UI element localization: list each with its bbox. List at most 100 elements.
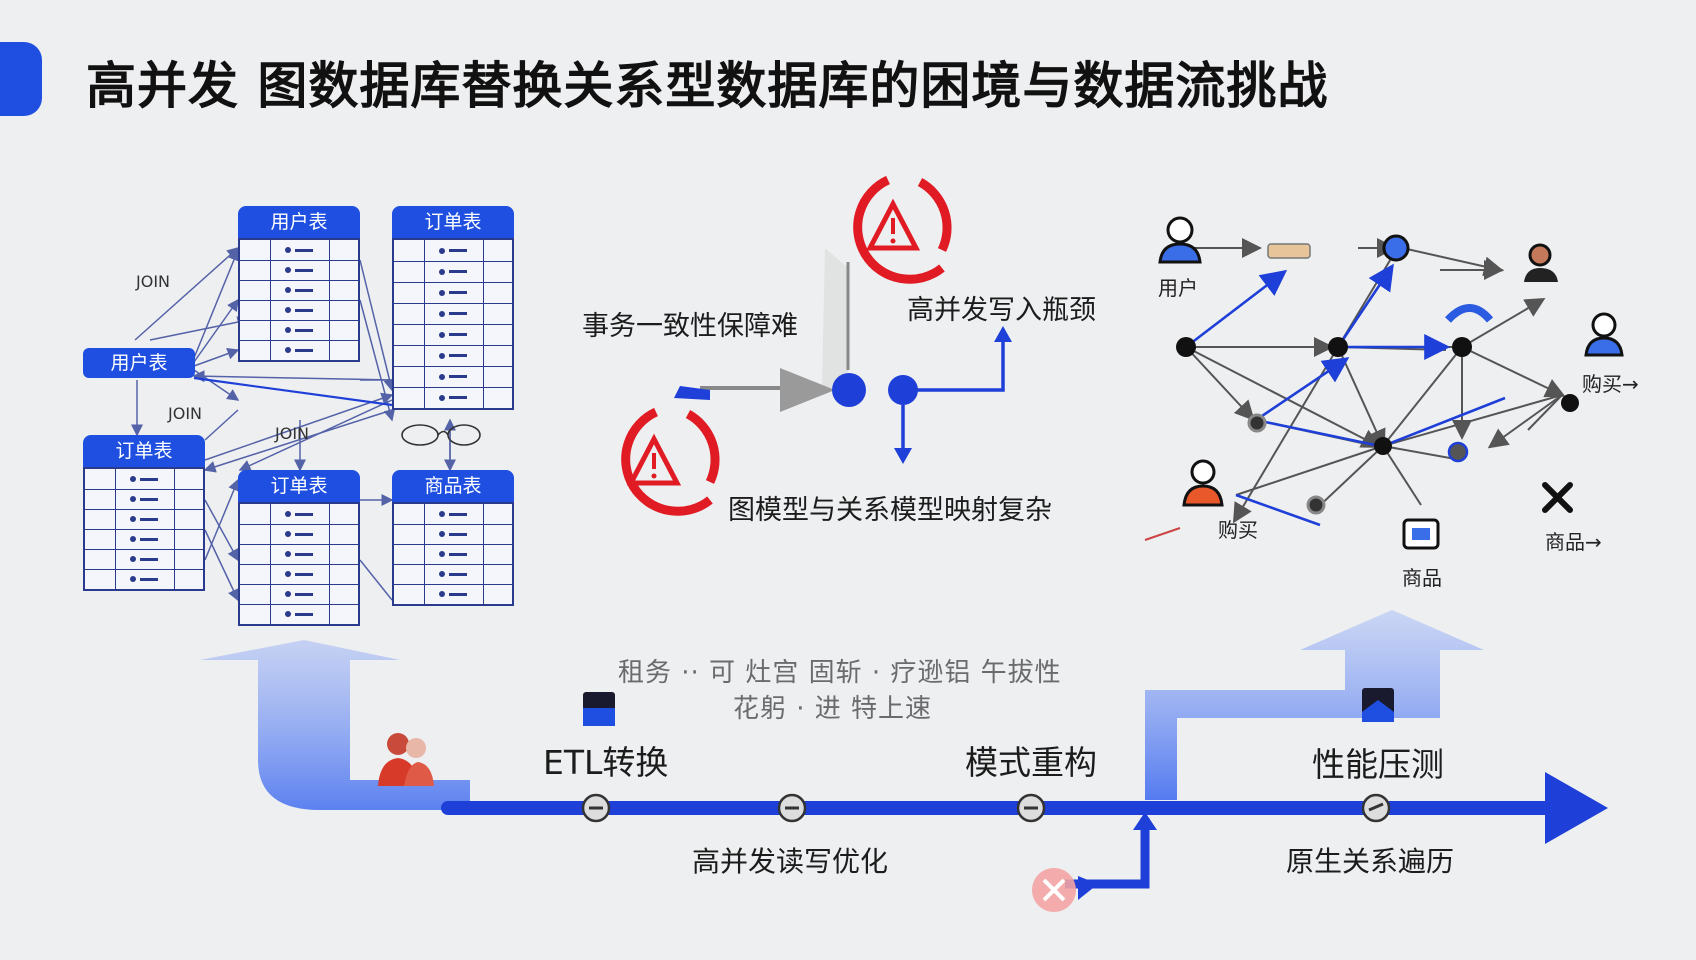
tools-icon (1542, 482, 1573, 513)
table-row (394, 387, 512, 388)
table-row (394, 366, 512, 367)
title-accent-bar (0, 42, 42, 116)
table-cell-dash (295, 348, 313, 352)
table-cell-dot (439, 551, 445, 557)
people-icon (378, 733, 434, 786)
refresh-icon (1445, 304, 1494, 323)
table-cell-dot (439, 247, 445, 254)
table-cell-dot (285, 611, 291, 617)
table-column-divider (483, 504, 484, 604)
warning-icon (853, 175, 952, 284)
table-cell-dot (439, 289, 445, 296)
table-cell-dash (140, 477, 158, 481)
issue-write-bottleneck: 高并发写入瓶颈 (907, 295, 1096, 326)
table-header-product: 商品表 (392, 470, 514, 502)
pipeline-node (581, 793, 611, 823)
table-row (240, 564, 358, 565)
table-row (394, 303, 512, 304)
table-cell-dash (295, 308, 313, 312)
table-cell-dash (295, 268, 313, 272)
issue-mapping: 图模型与关系模型映射复杂 (728, 495, 1052, 526)
sub-native-traverse: 原生关系遍历 (1286, 845, 1455, 878)
table-cell-dot (285, 511, 291, 517)
table-cell-dot (285, 327, 291, 333)
table-cell-dot (130, 496, 136, 502)
flow-node (832, 373, 866, 407)
table-row (240, 544, 358, 545)
user-icon (1584, 312, 1624, 357)
table-cell-dash (140, 557, 158, 561)
pipeline-node (777, 793, 807, 823)
table-row (240, 604, 358, 605)
arrow-decor (1144, 527, 1181, 541)
product-icon (1402, 518, 1440, 550)
table-row (394, 282, 512, 283)
table-cell-dot (439, 310, 445, 317)
buyer-icon (1182, 459, 1224, 507)
table-cell-dash (295, 512, 313, 516)
table-cell-dot (285, 531, 291, 537)
graph-label-user: 用户 (1158, 276, 1198, 300)
people-group-icon (1524, 243, 1558, 282)
table-column-divider (424, 504, 425, 604)
table-cell-dash (295, 552, 313, 556)
table-cell-dash (295, 592, 313, 596)
table-row (394, 584, 512, 585)
table-cell-dash (449, 592, 467, 596)
table-cell-dash (140, 517, 158, 521)
table-user-top (238, 238, 360, 362)
table-cell-dot (439, 373, 445, 380)
table-row (394, 261, 512, 262)
faded-caption-line2: 花躬 · 进 特上速 (733, 694, 933, 724)
table-row (240, 340, 358, 341)
table-cell-dot (439, 394, 445, 401)
table-cell-dash (449, 532, 467, 536)
table-cell-dot (439, 511, 445, 517)
table-row (85, 529, 203, 530)
table-cell-dash (449, 270, 467, 273)
table-cell-dot (285, 347, 291, 353)
table-cell-dot (285, 551, 291, 557)
table-cell-dash (449, 375, 467, 378)
join-label: JOIN (168, 404, 202, 423)
faded-caption-line1: 租务 ·· 可 灶宫 固斩 · 疗逊铝 午拔性 (618, 658, 1062, 688)
table-cell-dash (449, 249, 467, 252)
table-cell-dash (140, 497, 158, 501)
table-cell-dash (295, 328, 313, 332)
table-order-top (392, 238, 514, 410)
page-title: 高并发 图数据库替换关系型数据库的困境与数据流挑战 (86, 57, 1329, 115)
pipeline-node (1016, 793, 1046, 823)
table-cell-dash (449, 512, 467, 516)
graph-label-product-right: 商品→ (1545, 530, 1602, 554)
stage-etl: ETL转换 (543, 743, 669, 782)
table-cell-dot (439, 352, 445, 359)
table-row (240, 260, 358, 261)
table-cell-dash (449, 354, 467, 357)
table-cell-dash (295, 288, 313, 292)
table-header-order-top: 订单表 (392, 206, 514, 238)
table-row (394, 544, 512, 545)
table-header-user-top: 用户表 (238, 206, 360, 238)
table-cell-dot (130, 556, 136, 562)
etl-icon (583, 692, 615, 726)
table-cell-dot (285, 267, 291, 273)
table-order-mid (238, 502, 360, 626)
table-cell-dot (285, 287, 291, 293)
table-cell-dot (285, 307, 291, 313)
issue-consistency: 事务一致性保障难 (582, 311, 798, 342)
table-header-user-left: 用户表 (83, 348, 195, 378)
package-icon (1267, 243, 1311, 259)
right-up-arrow (1145, 610, 1484, 800)
table-cell-dot (285, 591, 291, 597)
table-cell-dash (449, 291, 467, 294)
user-icon (1158, 216, 1202, 264)
table-header-order-left: 订单表 (83, 435, 205, 467)
table-row (394, 324, 512, 325)
table-row (394, 564, 512, 565)
table-cell-dash (449, 312, 467, 315)
graph-label-product-bottom: 商品 (1402, 566, 1442, 590)
table-row (240, 280, 358, 281)
table-row (240, 584, 358, 585)
